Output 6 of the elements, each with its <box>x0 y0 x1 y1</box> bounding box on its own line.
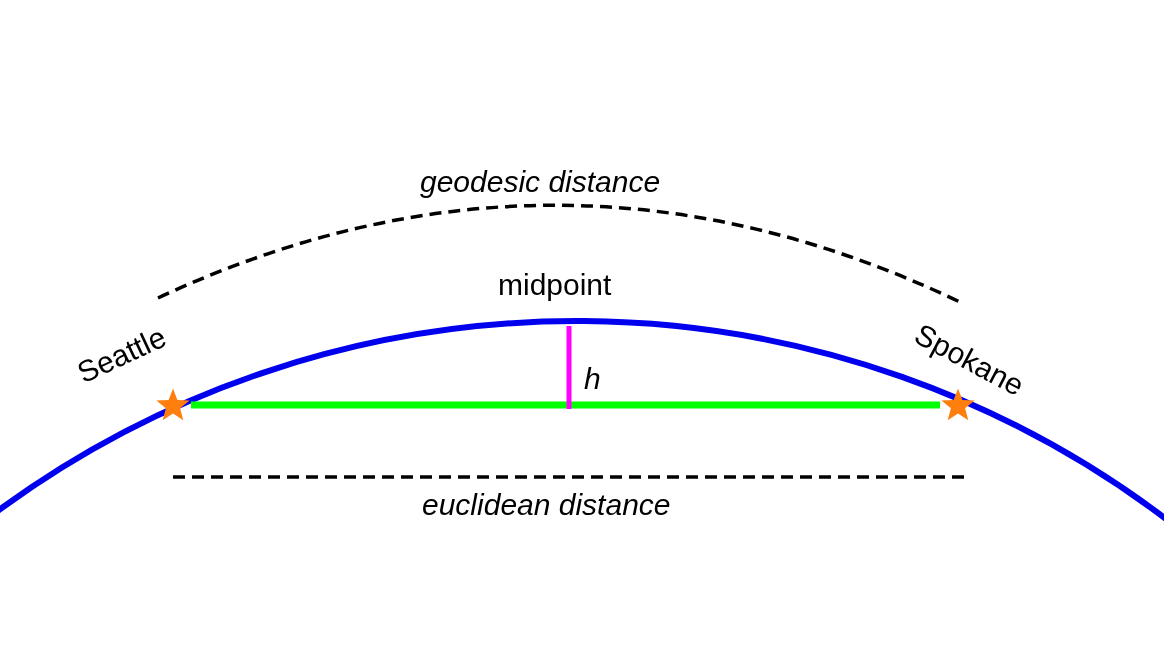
distance-label: geodesic distance <box>420 165 661 199</box>
distance-label: h <box>584 362 601 396</box>
distance-label: euclidean distance <box>422 488 671 522</box>
city-label: Seattle <box>72 319 172 391</box>
chord-line <box>191 401 940 409</box>
point-label: midpoint <box>498 268 612 302</box>
